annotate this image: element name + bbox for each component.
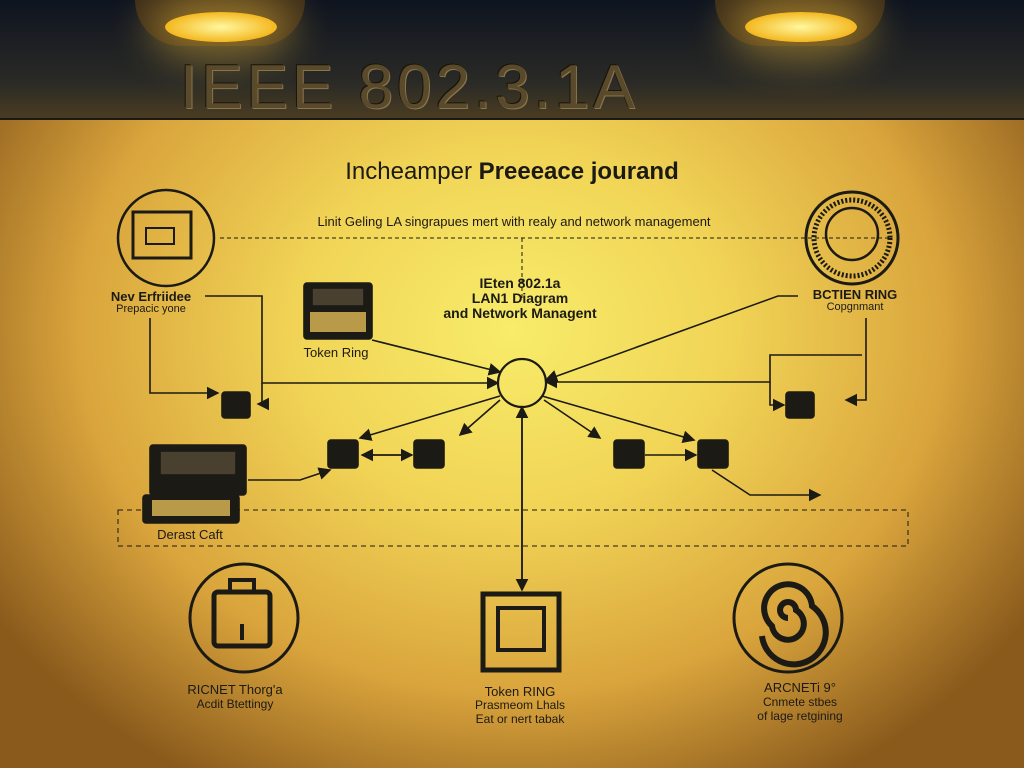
- node-top-left-title: Nev Erfriidee: [110, 289, 192, 304]
- page-title: Incheamper Preeeace jourand: [0, 158, 1024, 186]
- subtitle: Linit Geling LA singrapues mert with rea…: [317, 214, 711, 229]
- node-bottom-right-title: ARCNETi 9°: [764, 680, 836, 695]
- node-bottom-right-sub2: of lage retgining: [757, 709, 843, 723]
- node-bottom-left-sub: Acdit Btettingy: [196, 697, 274, 711]
- lock-circle-icon: [188, 562, 300, 674]
- monitor-circle-icon: [116, 188, 216, 288]
- network-device-icons: [221, 391, 815, 469]
- title-bold: Preeeace jourand: [478, 158, 679, 185]
- center-label: IEten 802.1a LAN1 Diagram and Network Ma…: [420, 276, 620, 321]
- dashed-box: [117, 509, 909, 547]
- node-bottom-center-sub: Prasmeom Lhals: [474, 698, 566, 712]
- center-line-1: IEten 802.1a: [479, 275, 561, 291]
- hub-node: [496, 357, 548, 409]
- banner-title: IEEE 802.3.1A: [180, 53, 639, 122]
- node-bottom-left-title: RICNET Thorg'a: [187, 682, 283, 697]
- node-top-right-sub: Copgnmant: [826, 301, 884, 313]
- ring-seal-icon: [804, 190, 900, 286]
- ceiling-lamp-left: [135, 0, 305, 46]
- computer-terminal-icon: [303, 282, 373, 340]
- node-bottom-center-title: Token RING: [484, 684, 556, 699]
- token-ring-square-icon: [480, 591, 562, 673]
- node-top-left-sub: Prepacic yone: [116, 303, 186, 315]
- center-line-3: and Network Managent: [443, 305, 597, 321]
- node-bottom-center-sub2: Eat or nert tabak: [475, 712, 565, 726]
- node-bottom-right-sub: Cnmete stbes: [762, 695, 838, 709]
- ceiling-lamp-right: [715, 0, 885, 46]
- node-token-ring-title: Token Ring: [303, 345, 369, 360]
- node-top-right-title: BCTIEN RING: [812, 287, 898, 302]
- top-banner: IEEE 802.3.1A: [0, 0, 1024, 122]
- spiral-circle-icon: [732, 562, 844, 674]
- laptop-icon: [142, 444, 247, 524]
- title-light: Incheamper: [345, 158, 472, 185]
- center-line-2: LAN1 Diagram: [471, 290, 569, 306]
- node-laptop-title: Derast Caft: [157, 527, 223, 542]
